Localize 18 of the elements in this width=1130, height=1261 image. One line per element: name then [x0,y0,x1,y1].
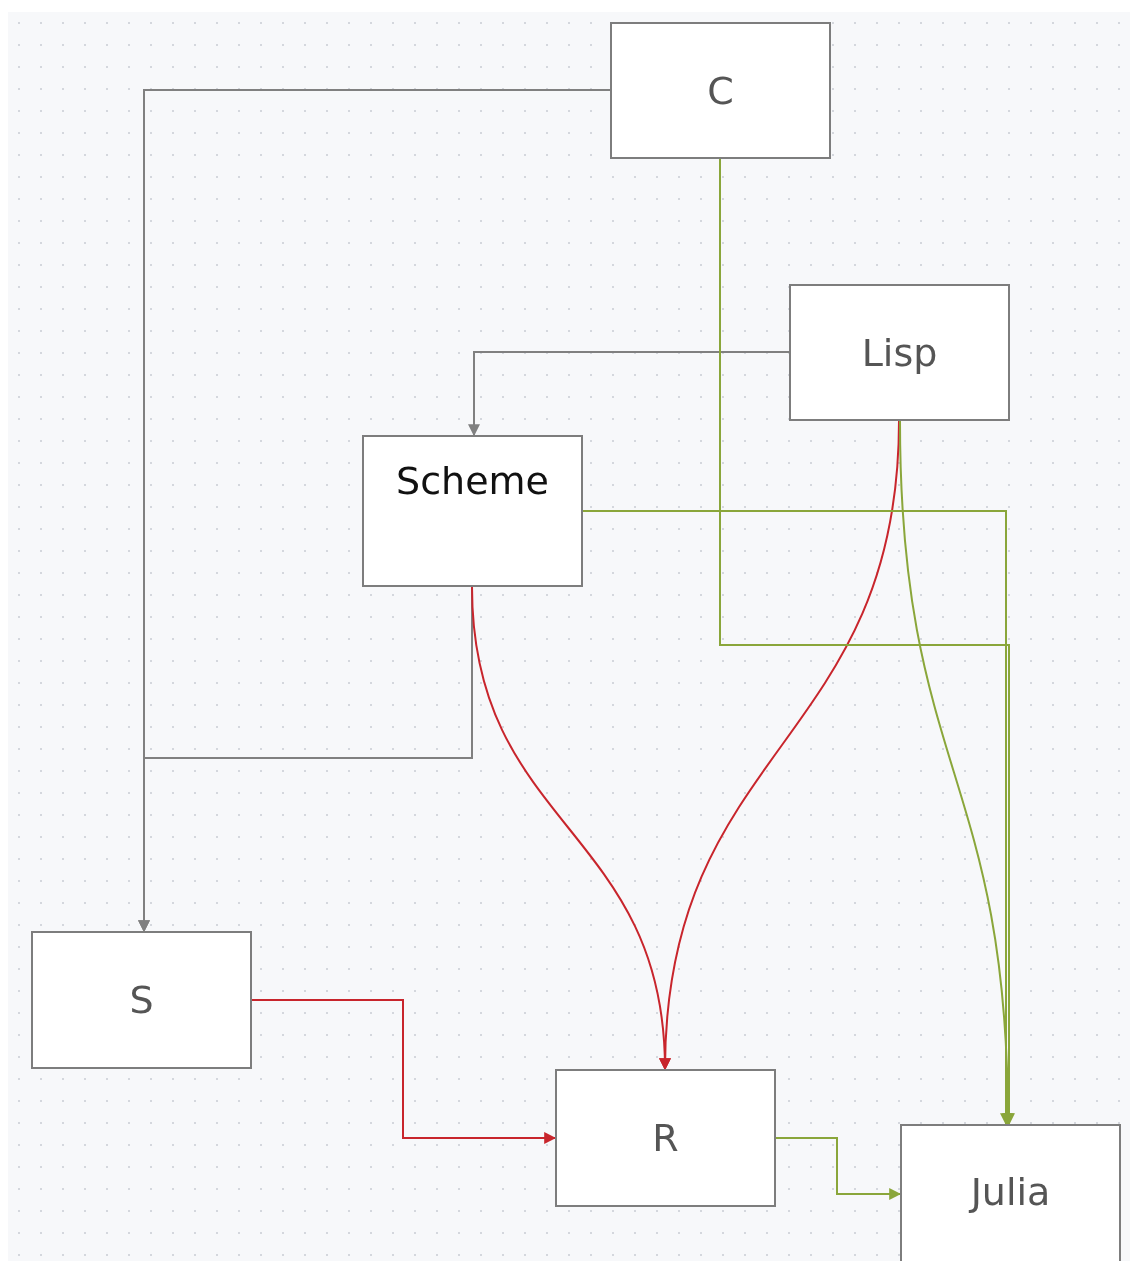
language-name: C [707,68,734,113]
language-box [900,1124,1121,1261]
language-box [555,1069,776,1207]
language-box [789,284,1010,421]
language-name: Scheme [396,459,549,503]
language-name: Julia [970,1170,1051,1214]
language-name: S [129,978,154,1022]
arrow [719,158,1015,1126]
arrow [775,1137,902,1200]
language-box [31,931,252,1069]
arrow [899,420,1014,1126]
language-name: R [652,1116,679,1160]
language-name: Lisp [861,330,938,375]
arrow [251,999,557,1144]
language-box [362,435,583,587]
language-box [610,22,831,159]
arrow [468,351,790,437]
arrow [659,420,900,1071]
